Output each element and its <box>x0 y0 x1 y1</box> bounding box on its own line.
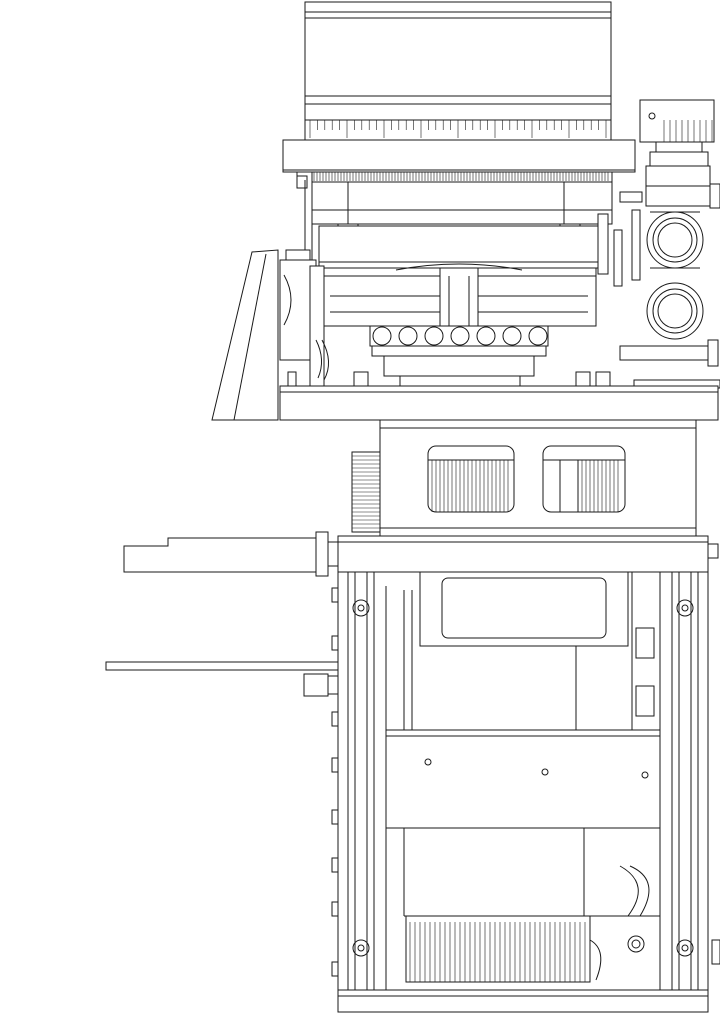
left-bracket <box>279 249 611 387</box>
mounting-flange <box>282 139 636 189</box>
rail-frame-chassis <box>331 535 720 1013</box>
slanted-side-guard <box>211 249 279 421</box>
focus-ring-knurled-barrel <box>304 1 612 141</box>
motor-housing-block <box>351 419 697 537</box>
sliding-tray <box>123 531 339 577</box>
adjustment-knob-assembly <box>597 99 720 389</box>
ball-bearing-race <box>321 263 597 387</box>
gear-plate <box>304 171 613 269</box>
circular-ports <box>646 211 704 340</box>
extension-rod <box>105 661 339 697</box>
base-deck-plate <box>279 385 719 421</box>
